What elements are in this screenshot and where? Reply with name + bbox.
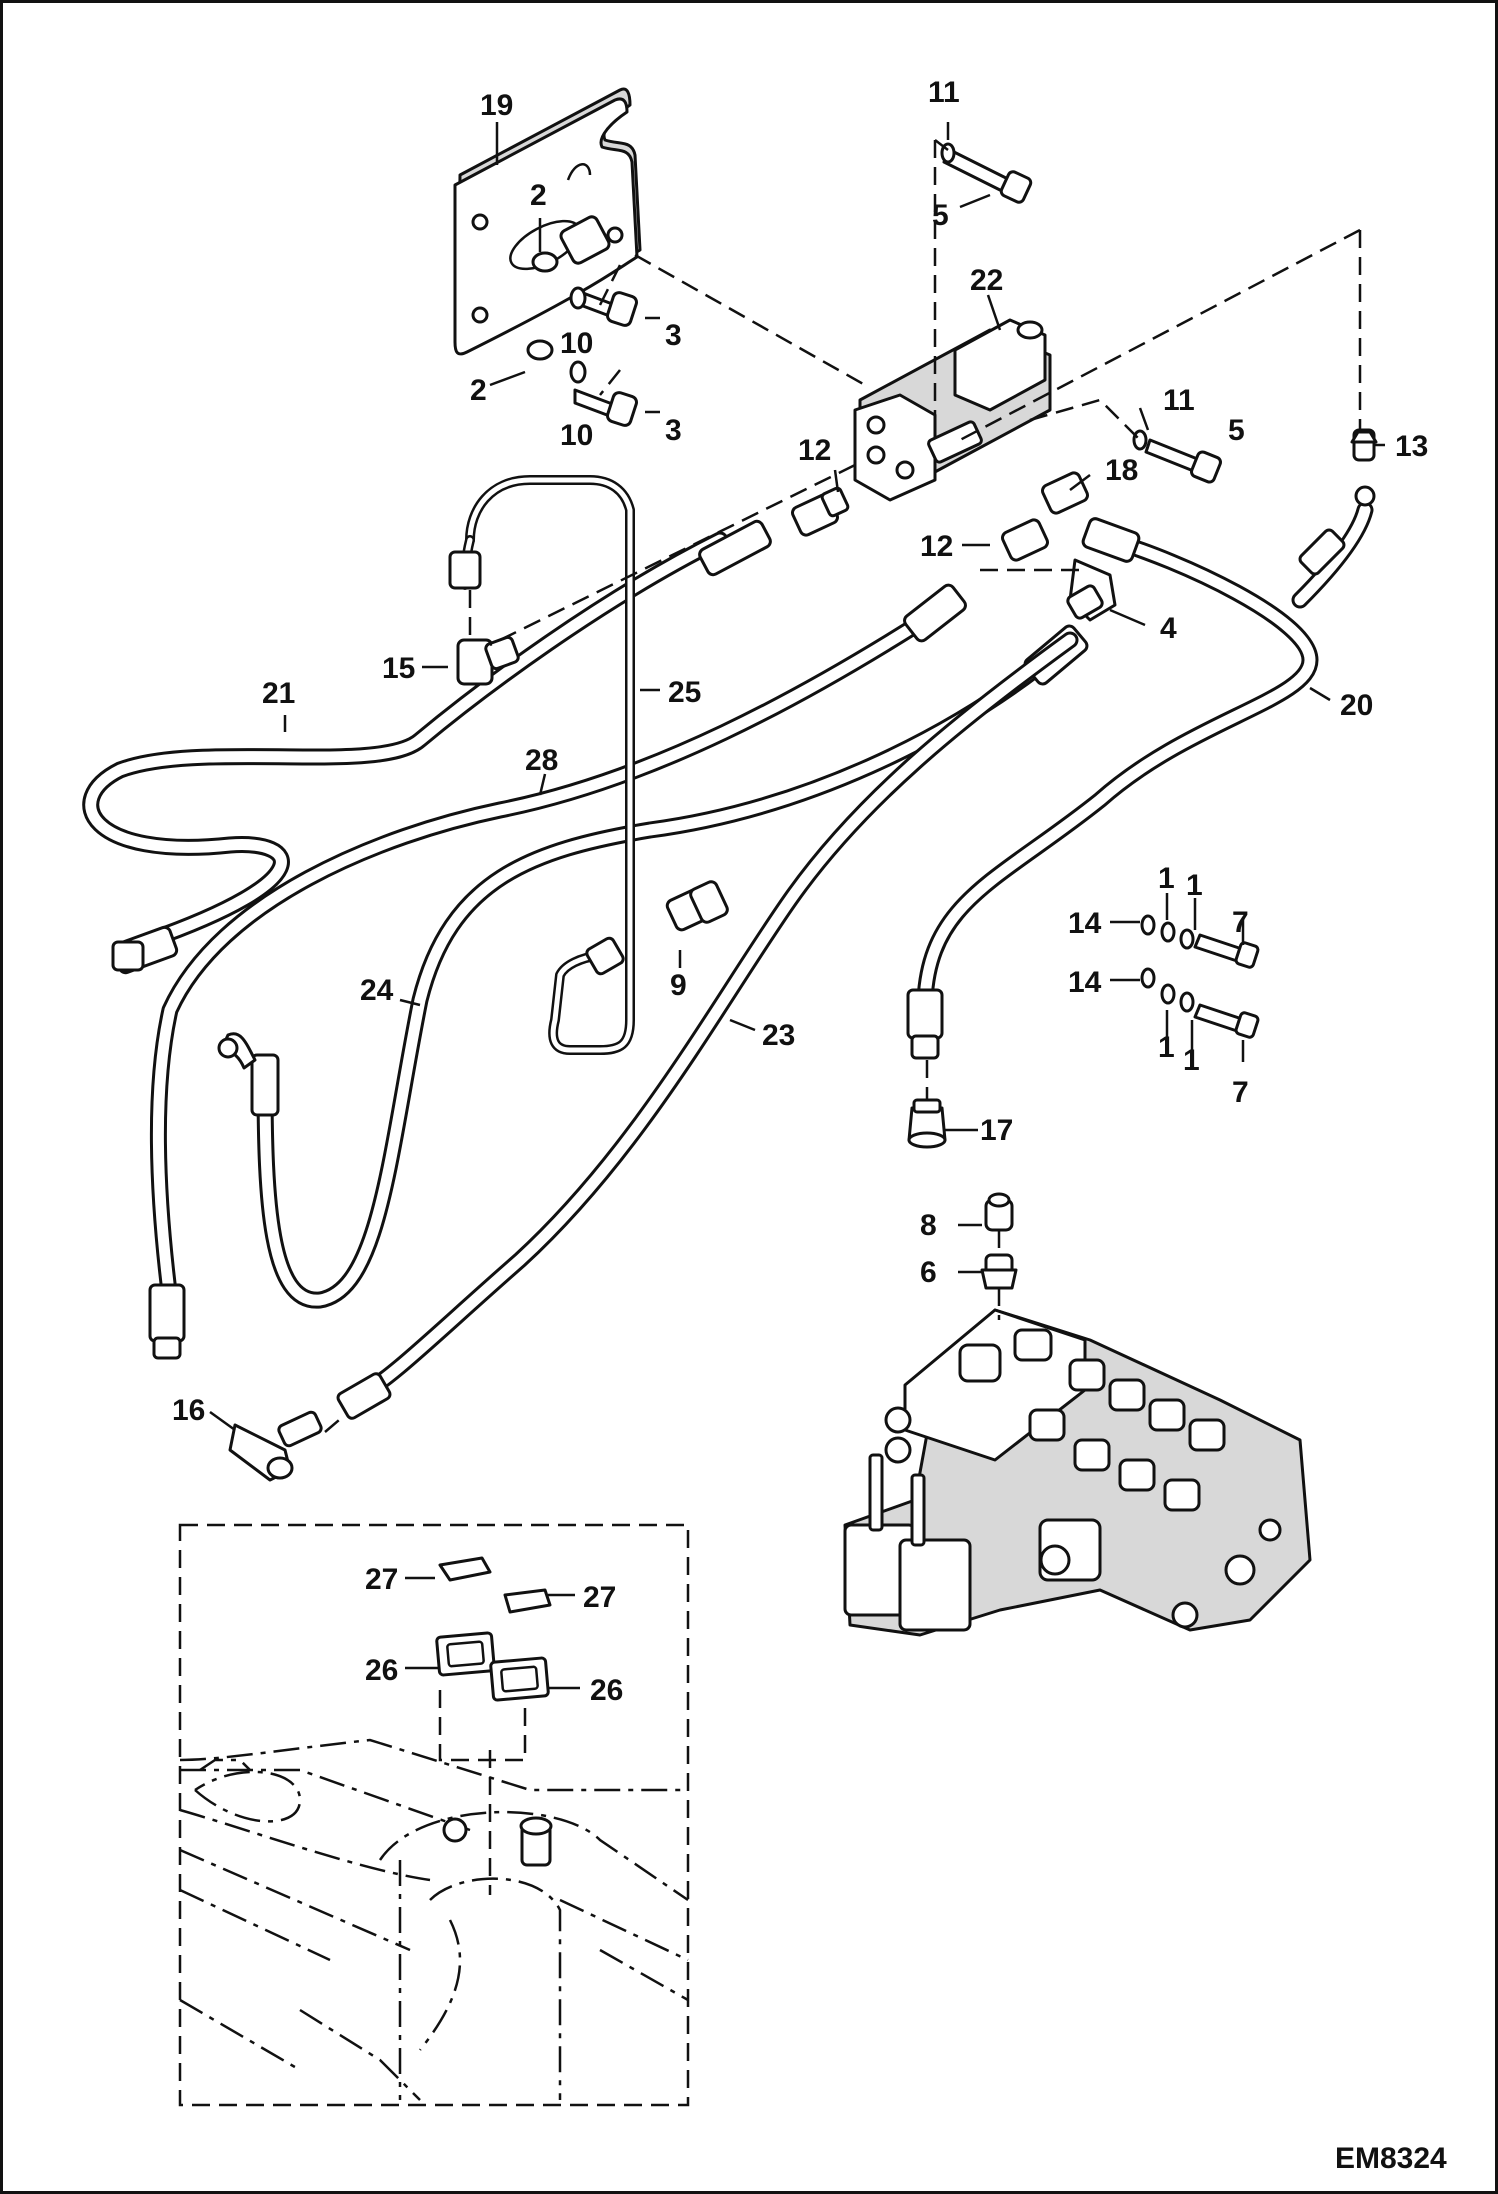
callout-3: 3 bbox=[665, 414, 682, 447]
callout-5: 5 bbox=[932, 199, 949, 232]
inset-box bbox=[178, 1523, 690, 2107]
hose-21 bbox=[82, 519, 772, 975]
callout-20: 20 bbox=[1340, 689, 1373, 722]
callout-18: 18 bbox=[1105, 454, 1138, 487]
hose-20 bbox=[906, 501, 1374, 1060]
callout-27: 27 bbox=[583, 1581, 616, 1614]
callout-8: 8 bbox=[920, 1209, 937, 1242]
callout-14: 14 bbox=[1068, 966, 1102, 999]
fitting-8 bbox=[984, 1192, 1014, 1232]
connection-lines bbox=[324, 139, 1362, 1433]
callout-5: 5 bbox=[1228, 414, 1245, 447]
bolt-5-lower bbox=[1132, 429, 1222, 484]
callout-16: 16 bbox=[172, 1394, 205, 1427]
callout-12: 12 bbox=[920, 530, 953, 563]
mounting-plate bbox=[453, 87, 642, 361]
callout-1: 1 bbox=[1183, 1044, 1200, 1077]
callout-4: 4 bbox=[1160, 612, 1177, 645]
fitting-6 bbox=[980, 1253, 1018, 1290]
callout-7: 7 bbox=[1232, 906, 1249, 939]
hose-28 bbox=[148, 583, 967, 1360]
elbow-16 bbox=[228, 1410, 323, 1482]
callout-28: 28 bbox=[525, 744, 558, 777]
callout-27: 27 bbox=[365, 1563, 398, 1596]
fitting-17 bbox=[907, 1098, 947, 1149]
fitting-13 bbox=[1350, 428, 1378, 507]
callout-19: 19 bbox=[480, 89, 513, 122]
callout-9: 9 bbox=[670, 969, 687, 1002]
callout-11: 11 bbox=[928, 76, 960, 109]
callout-22: 22 bbox=[970, 264, 1003, 297]
callout-1: 1 bbox=[1158, 1031, 1175, 1064]
diagram-code: EM8324 bbox=[1335, 2142, 1447, 2175]
fitting-9 bbox=[665, 880, 729, 932]
callout-24: 24 bbox=[360, 974, 394, 1007]
callout-26: 26 bbox=[365, 1654, 398, 1687]
control-valve bbox=[843, 1308, 1312, 1637]
callout-3: 3 bbox=[665, 319, 682, 352]
callout-10: 10 bbox=[560, 327, 593, 360]
callout-2: 2 bbox=[470, 374, 487, 407]
callout-12: 12 bbox=[798, 434, 831, 467]
callout-leaders bbox=[209, 122, 1385, 1690]
valve-22 bbox=[853, 318, 1052, 502]
tube-25 bbox=[448, 475, 635, 1055]
callout-1: 1 bbox=[1158, 862, 1175, 895]
fittings bbox=[791, 471, 1117, 622]
callout-2: 2 bbox=[530, 179, 547, 212]
callout-23: 23 bbox=[762, 1019, 795, 1052]
bolts-3 bbox=[569, 286, 638, 427]
bolts-7 bbox=[1140, 914, 1260, 1039]
callout-15: 15 bbox=[382, 652, 415, 685]
callout-11: 11 bbox=[1163, 384, 1195, 417]
callout-21: 21 bbox=[262, 677, 295, 710]
callout-14: 14 bbox=[1068, 907, 1102, 940]
callout-26: 26 bbox=[590, 1674, 623, 1707]
tee-15 bbox=[456, 635, 520, 686]
callout-6: 6 bbox=[920, 1256, 937, 1289]
callout-13: 13 bbox=[1395, 430, 1428, 463]
callout-10: 10 bbox=[560, 419, 593, 452]
callout-25: 25 bbox=[668, 676, 701, 709]
callout-labels: 19 2 2 3 3 10 10 11 5 22 11 5 13 12 18 1… bbox=[172, 76, 1447, 2175]
callout-1: 1 bbox=[1186, 869, 1203, 902]
hose-23 bbox=[336, 631, 1079, 1420]
callout-7: 7 bbox=[1232, 1076, 1249, 1109]
callout-17: 17 bbox=[980, 1114, 1013, 1147]
